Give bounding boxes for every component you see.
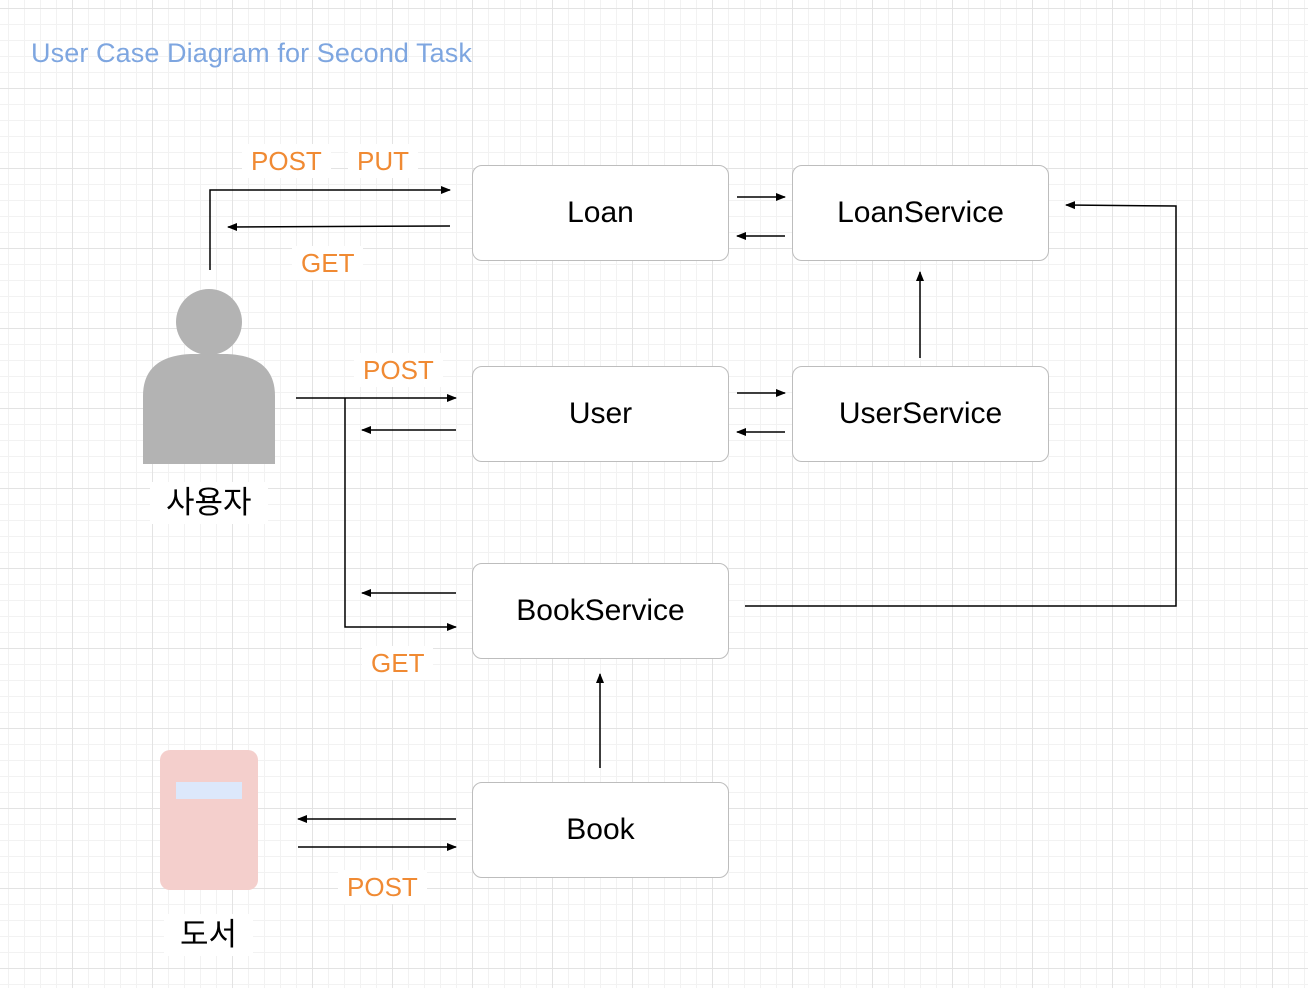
label-bookservice-get: GET (362, 646, 434, 680)
label-book-post: POST (338, 870, 427, 904)
label-loan-post: POST (242, 144, 331, 178)
person-icon (143, 289, 275, 464)
node-user-service[interactable]: UserService (792, 366, 1049, 462)
label-user-post: POST (354, 353, 443, 387)
book-icon (160, 750, 258, 890)
node-user[interactable]: User (472, 366, 729, 462)
node-book[interactable]: Book (472, 782, 729, 878)
edge-bookservice-to-loanservice (745, 201, 1177, 607)
edge-user-to-bookservice (344, 398, 457, 631)
edge-user-to-loan (209, 186, 451, 270)
node-book-service[interactable]: BookService (472, 563, 729, 659)
edge-loan-to-user (227, 222, 451, 231)
actor-user-label: 사용자 (150, 482, 268, 524)
node-loan[interactable]: Loan (472, 165, 729, 261)
label-loan-get: GET (292, 246, 364, 280)
node-loan-service[interactable]: LoanService (792, 165, 1049, 261)
diagram-title: User Case Diagram for Second Task (31, 38, 472, 68)
actor-book-label: 도서 (164, 914, 254, 956)
label-loan-put: PUT (348, 144, 418, 178)
